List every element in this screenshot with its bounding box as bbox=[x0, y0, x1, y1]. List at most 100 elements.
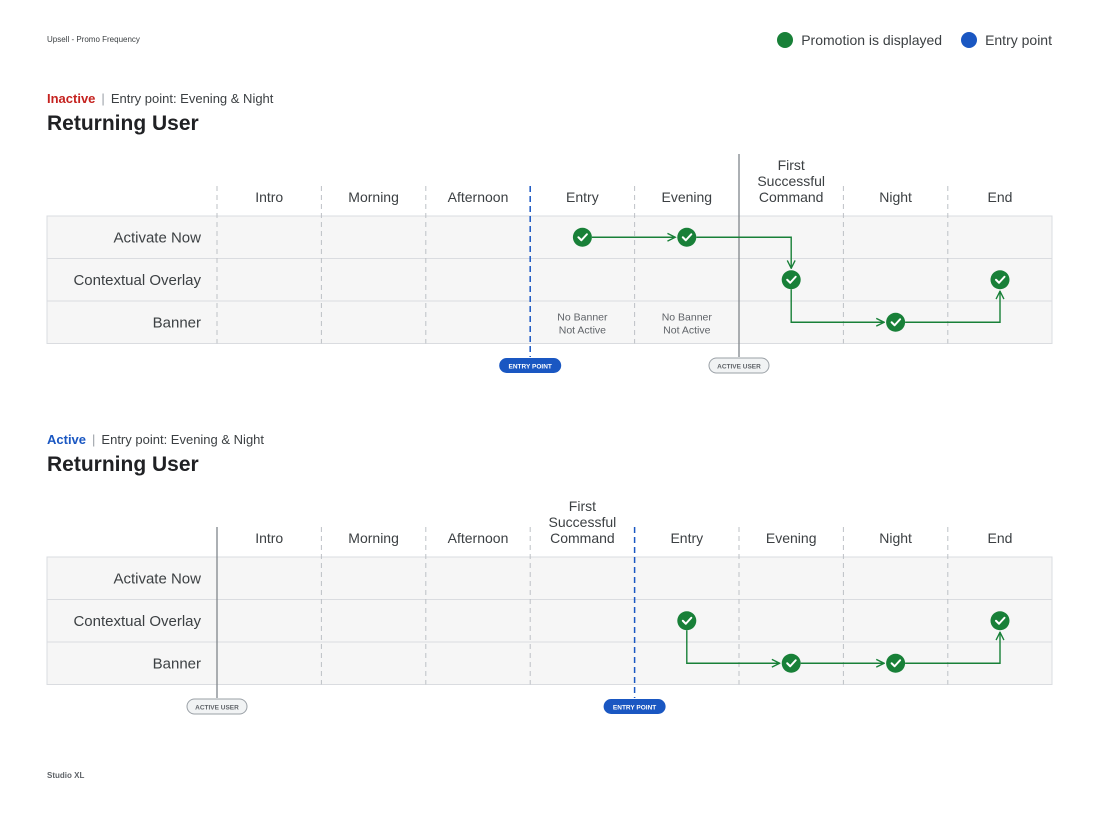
promotion-check-icon bbox=[990, 270, 1010, 290]
check-mark bbox=[890, 659, 902, 668]
row-label: Banner bbox=[153, 314, 201, 331]
section-title: Returning User bbox=[47, 112, 199, 135]
column-header-line: Command bbox=[550, 530, 615, 546]
row-label: Contextual Overlay bbox=[73, 272, 201, 289]
column-header: Entry bbox=[670, 530, 703, 546]
active-user-pill bbox=[708, 357, 770, 374]
column-header-line: Afternoon bbox=[448, 530, 509, 546]
column-header-line: Command bbox=[759, 189, 824, 205]
active-user-badge: ACTIVE USER bbox=[708, 357, 770, 374]
status-separator: | bbox=[101, 91, 105, 106]
status-active: Active bbox=[47, 432, 87, 447]
legend-label: Entry point bbox=[985, 32, 1052, 48]
entry-point-badge: ENTRY POINT bbox=[603, 699, 666, 714]
active-user-pill bbox=[186, 698, 248, 715]
check-mark bbox=[786, 275, 797, 284]
promotions bbox=[572, 227, 1010, 332]
promotion-check-icon bbox=[886, 312, 906, 332]
column-header-line: First bbox=[569, 498, 596, 514]
column-header-line: Successful bbox=[549, 514, 617, 530]
check-mark bbox=[681, 616, 693, 625]
promotion-check-icon bbox=[677, 611, 697, 631]
column-header-line: Entry bbox=[670, 530, 703, 546]
promotion-check-icon bbox=[990, 611, 1010, 631]
column-header-line: Night bbox=[879, 530, 912, 546]
check-mark bbox=[890, 318, 902, 327]
entry-point-text: Entry point: Evening & Night bbox=[101, 432, 265, 447]
legend-item-entry-point: Entry point bbox=[961, 32, 1052, 48]
column-header: Intro bbox=[255, 189, 283, 205]
status-line: Active | Entry point: Evening & Night bbox=[47, 432, 264, 447]
table-row bbox=[46, 556, 1053, 600]
column-header-line: Successful bbox=[757, 173, 825, 189]
column-header: Night bbox=[879, 530, 912, 546]
column-header: Intro bbox=[255, 530, 283, 546]
column-header: Evening bbox=[766, 530, 817, 546]
column-header-line: Night bbox=[879, 189, 912, 205]
check-circle bbox=[781, 653, 801, 673]
column-header-line: Afternoon bbox=[448, 189, 509, 205]
entry-point-badge: ENTRY POINT bbox=[499, 358, 562, 373]
column-header: Morning bbox=[348, 189, 399, 205]
column-header-line: Evening bbox=[766, 530, 817, 546]
cell-note-line: Not Active bbox=[559, 324, 606, 336]
flow-arrow bbox=[790, 289, 884, 322]
entry-point-pill bbox=[499, 358, 562, 373]
row-label: Activate Now bbox=[113, 229, 201, 246]
entry-point-text: Entry point: Evening & Night bbox=[110, 91, 274, 106]
check-mark bbox=[577, 233, 588, 242]
promotion-flow bbox=[686, 630, 1000, 664]
column-header-line: Intro bbox=[255, 189, 283, 205]
check-circle bbox=[677, 227, 697, 247]
entry-point-label: ENTRY POINT bbox=[613, 705, 656, 712]
flow-arrow bbox=[905, 291, 1000, 323]
column-header: Entry bbox=[566, 189, 599, 205]
row-label: Activate Now bbox=[113, 570, 201, 587]
column-header: End bbox=[988, 530, 1013, 546]
check-mark bbox=[995, 616, 1006, 625]
promotion-check-icon bbox=[572, 227, 592, 247]
column-header: Afternoon bbox=[448, 530, 509, 546]
check-circle bbox=[572, 227, 592, 247]
row-label: Banner bbox=[153, 655, 201, 672]
column-header-line: End bbox=[988, 189, 1013, 205]
column-header: Morning bbox=[348, 530, 399, 546]
footer-brand: Studio XL bbox=[47, 771, 85, 780]
flow-arrow bbox=[686, 630, 780, 663]
cell-note-line: No Banner bbox=[662, 311, 713, 323]
column-header: Night bbox=[879, 189, 912, 205]
column-header-line: Intro bbox=[255, 530, 283, 546]
promotion-check-icon bbox=[677, 227, 697, 247]
column-header: Evening bbox=[662, 189, 713, 205]
legend-item-promotion: Promotion is displayed bbox=[777, 32, 942, 48]
status-inactive: Inactive bbox=[47, 91, 96, 106]
column-header-line: Entry bbox=[566, 189, 599, 205]
green-dot-icon bbox=[777, 32, 794, 48]
table-row bbox=[46, 258, 1053, 302]
cell-note-line: No Banner bbox=[557, 311, 608, 323]
status-separator: | bbox=[92, 432, 96, 447]
flow-arrow bbox=[696, 236, 791, 268]
table-row bbox=[46, 599, 1053, 643]
check-circle bbox=[886, 653, 906, 673]
promotions bbox=[677, 611, 1010, 673]
flow-arrow bbox=[905, 632, 1000, 664]
check-circle bbox=[886, 312, 906, 332]
column-header: Afternoon bbox=[448, 189, 509, 205]
entry-point-pill bbox=[603, 699, 666, 714]
row-label: Contextual Overlay bbox=[73, 613, 201, 630]
blue-dot-icon bbox=[961, 32, 978, 48]
promotion-check-icon bbox=[781, 270, 801, 290]
section-title: Returning User bbox=[47, 453, 199, 476]
